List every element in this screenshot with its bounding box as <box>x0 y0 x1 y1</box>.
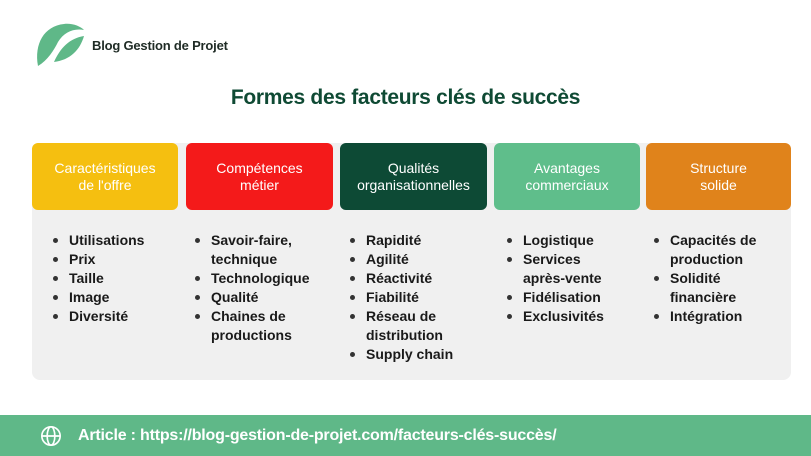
item-line: Agilité <box>366 251 409 267</box>
item-line: Taille <box>69 270 104 286</box>
list-item: Prix <box>50 250 144 269</box>
item-line: production <box>670 251 744 267</box>
item-line: Prix <box>69 251 96 267</box>
item-line: distribution <box>366 327 443 343</box>
list-item: Technologique <box>192 269 310 288</box>
list-item: Solidité financière <box>651 269 756 307</box>
list-item: Services après-vente <box>504 250 604 288</box>
list-item: Fiabilité <box>347 288 453 307</box>
item-line: Logistique <box>523 232 594 248</box>
globe-icon <box>41 425 61 446</box>
header-line: Structure <box>690 160 747 176</box>
item-line: Qualité <box>211 289 259 305</box>
list-item: Exclusivités <box>504 307 604 326</box>
item-line: Chaines de <box>211 308 286 324</box>
item-line: Image <box>69 289 110 305</box>
item-line: après-vente <box>523 270 602 286</box>
item-line: Savoir-faire, <box>211 232 292 248</box>
footer-bar: Article : https://blog-gestion-de-projet… <box>0 415 811 456</box>
header-line: Avantages <box>534 160 600 176</box>
column-list-structure: Capacités de production Solidité financièr… <box>651 231 756 326</box>
item-line: Réactivité <box>366 270 433 286</box>
header-line: solide <box>700 177 737 193</box>
item-line: Supply chain <box>366 346 454 362</box>
header-line: métier <box>240 177 279 193</box>
brand-logo: Blog Gestion de Projet <box>34 22 228 68</box>
item-line: Solidité <box>670 270 721 286</box>
list-item: Logistique <box>504 231 604 250</box>
article-link[interactable]: Article : https://blog-gestion-de-projet… <box>78 426 557 444</box>
list-item: Diversité <box>50 307 144 326</box>
list-item: Capacités de production <box>651 231 756 269</box>
brand-name: Blog Gestion de Projet <box>92 37 228 53</box>
list-item: Taille <box>50 269 144 288</box>
item-line: Capacités de <box>670 232 757 248</box>
item-line: Intégration <box>670 308 743 324</box>
item-line: Fidélisation <box>523 289 601 305</box>
list-item: Rapidité <box>347 231 453 250</box>
list-item: Chaines de productions <box>192 307 310 345</box>
leaf-logo-icon <box>37 23 84 67</box>
item-line: productions <box>211 327 292 343</box>
header-line: organisationnelles <box>357 177 470 193</box>
header-line: Caractéristiques <box>54 160 156 176</box>
column-list-avantages: Logistique Services après-vente Fidélisat… <box>504 231 604 326</box>
list-item: Fidélisation <box>504 288 604 307</box>
item-line: Utilisations <box>69 232 145 248</box>
list-item: Image <box>50 288 144 307</box>
list-item: Intégration <box>651 307 756 326</box>
column-list-offre: Utilisations Prix Taille Image Diversité <box>50 231 144 326</box>
item-line: Rapidité <box>366 232 422 248</box>
item-line: Réseau de <box>366 308 437 324</box>
item-line: Technologique <box>211 270 310 286</box>
list-item: Savoir-faire, technique <box>192 231 310 269</box>
item-line: Services <box>523 251 581 267</box>
column-list-competences: Savoir-faire, technique Technologique Qua… <box>192 231 310 345</box>
list-item: Réactivité <box>347 269 453 288</box>
item-line: financière <box>670 289 737 305</box>
list-item: Agilité <box>347 250 453 269</box>
list-item: Supply chain <box>347 345 453 364</box>
item-line: Exclusivités <box>523 308 604 324</box>
header-line: de l'offre <box>78 177 132 193</box>
list-item: Utilisations <box>50 231 144 250</box>
list-item: Qualité <box>192 288 310 307</box>
item-line: technique <box>211 251 278 267</box>
header-line: Qualités <box>387 160 440 176</box>
list-item: Réseau de distribution <box>347 307 453 345</box>
item-line: Fiabilité <box>366 289 419 305</box>
item-line: Diversité <box>69 308 129 324</box>
header-line: Compétences <box>216 160 303 176</box>
header-line: commerciaux <box>525 177 609 193</box>
page-title: Formes des facteurs clés de succès <box>230 86 581 109</box>
column-list-qualites: Rapidité Agilité Réactivité Fiabilité Ré… <box>347 231 453 364</box>
